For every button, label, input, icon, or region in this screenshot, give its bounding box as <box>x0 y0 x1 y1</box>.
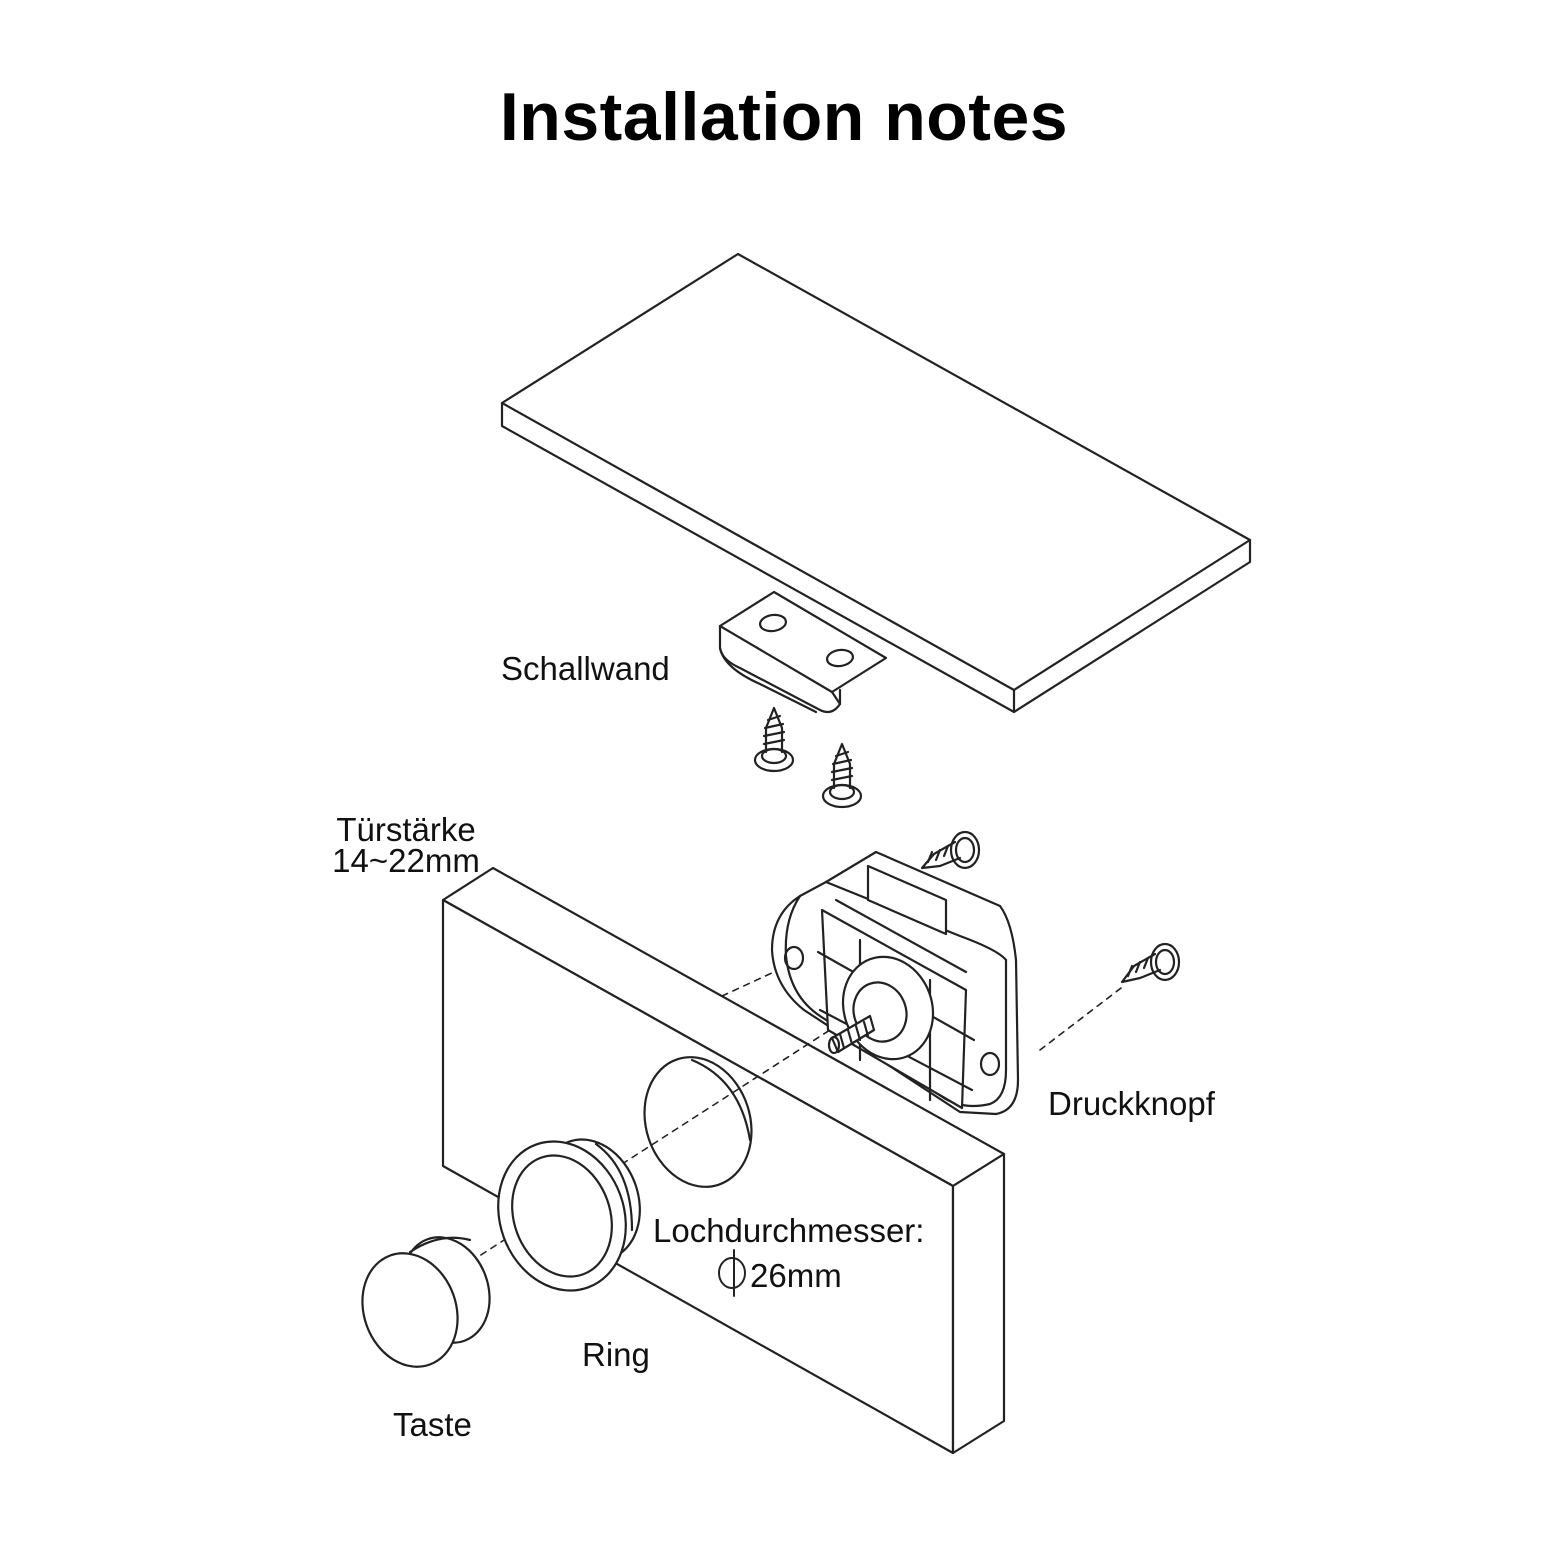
push-button-lock <box>770 850 1020 1116</box>
ring-label: Ring <box>582 1336 650 1373</box>
diameter-symbol <box>718 1249 746 1297</box>
hole-diameter-label: Lochdurchmesser: <box>653 1212 925 1249</box>
ring-part <box>497 1138 641 1292</box>
button-part <box>361 1236 491 1368</box>
page-title: Installation notes <box>499 79 1069 155</box>
baffle-bracket <box>718 590 888 714</box>
door-thickness-label: Türstärke <box>336 811 476 848</box>
door-panel <box>441 866 1006 1455</box>
baffle-label: Schallwand <box>501 650 670 687</box>
push-button-label: Druckknopf <box>1048 1085 1215 1122</box>
button-label: Taste <box>393 1406 472 1443</box>
baffle-screw-1 <box>753 706 795 773</box>
lock-screw-1 <box>920 830 981 870</box>
lock-screw-2 <box>1120 942 1181 984</box>
shelf-board <box>500 252 1252 714</box>
door-thickness-value: 14~22mm <box>332 842 480 879</box>
baffle-screw-2 <box>821 742 863 809</box>
hole-diameter-value: 26mm <box>750 1257 842 1294</box>
